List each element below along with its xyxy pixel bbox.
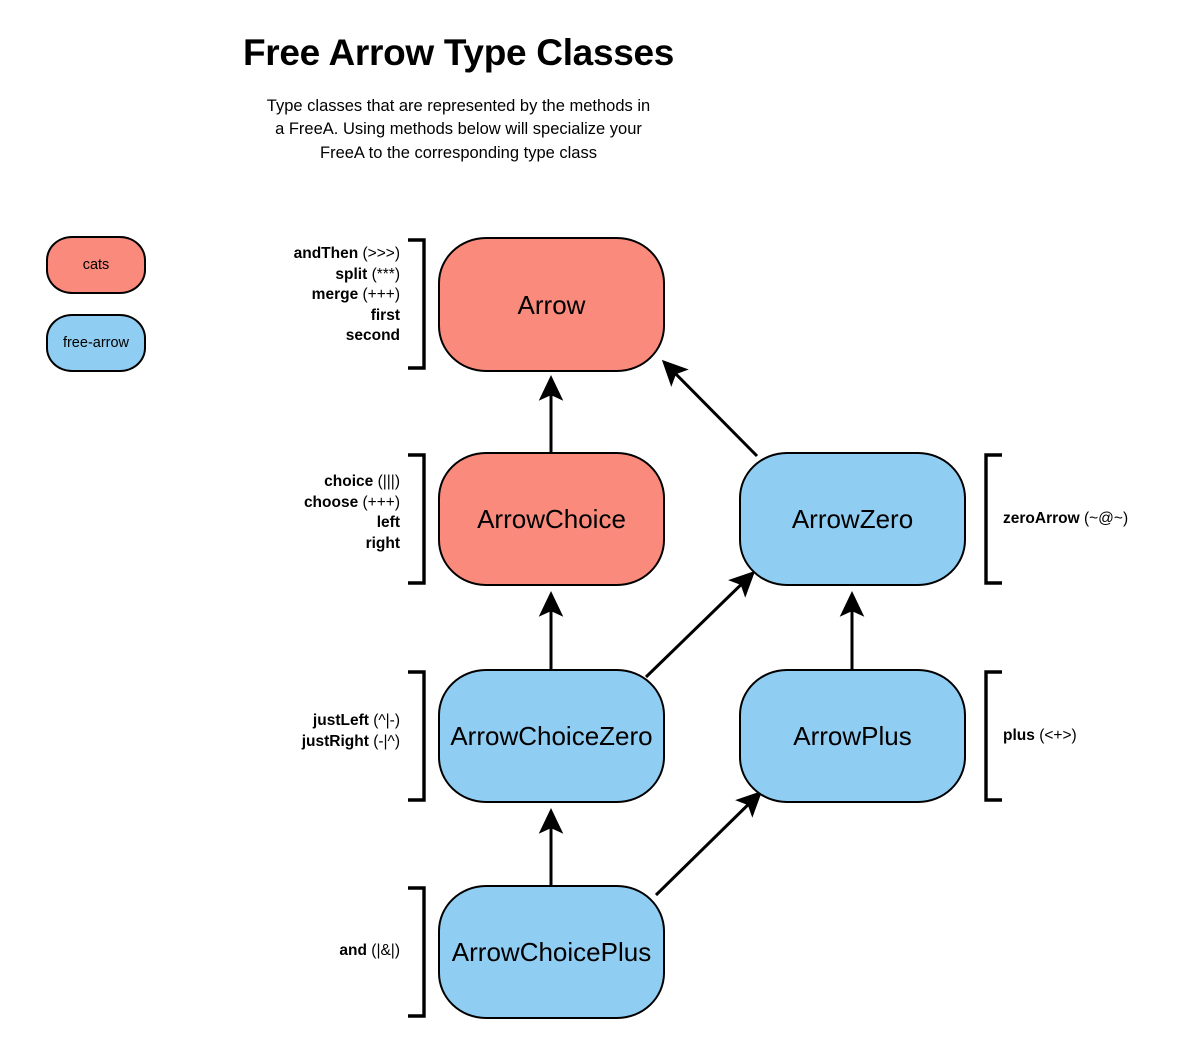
- bracket-arrowplus-methods: [984, 670, 1002, 802]
- methods-arrowchoice: choice (|||) choose (+++) left right: [200, 472, 400, 554]
- method-item: first: [200, 306, 400, 327]
- bracket-arrow-methods: [408, 238, 426, 370]
- methods-arrowchoicezero: justLeft (^|-) justRight (-|^): [200, 711, 400, 752]
- node-arrowplus-label: ArrowPlus: [793, 721, 912, 751]
- node-arrowchoicezero-label: ArrowChoiceZero: [450, 721, 653, 751]
- bracket-arrowchoiceplus-methods: [408, 886, 426, 1018]
- page-subtitle: Type classes that are represented by the…: [0, 95, 917, 165]
- method-item: split (***): [200, 265, 400, 286]
- legend-item-free-arrow: free-arrow: [46, 314, 146, 372]
- method-name: justLeft: [312, 712, 369, 729]
- node-arrowchoice[interactable]: ArrowChoice: [438, 452, 665, 586]
- method-operator: (>>>): [362, 245, 400, 262]
- bracket-arrowchoice-methods: [408, 453, 426, 585]
- method-item: plus (<+>): [1003, 726, 1198, 747]
- legend-label-free-arrow: free-arrow: [62, 335, 130, 351]
- method-item: second: [200, 326, 400, 347]
- method-operator: (~@~): [1083, 510, 1129, 527]
- method-name: right: [365, 534, 400, 552]
- method-item: right: [200, 534, 400, 555]
- subtitle-line-2: a FreeA. Using methods below will specia…: [275, 120, 642, 139]
- bracket-arrowzero-methods: [984, 453, 1002, 585]
- method-item: choice (|||): [200, 472, 400, 493]
- method-name: split: [335, 265, 368, 283]
- method-operator: (+++): [362, 493, 400, 511]
- method-name: plus: [1003, 727, 1035, 744]
- legend-label-cats: cats: [82, 257, 110, 273]
- method-operator: (***): [371, 265, 400, 283]
- method-name: zeroArrow: [1003, 510, 1080, 527]
- node-arrowchoicezero[interactable]: ArrowChoiceZero: [438, 669, 665, 803]
- node-arrowplus[interactable]: ArrowPlus: [739, 669, 966, 803]
- node-arrowchoiceplus[interactable]: ArrowChoicePlus: [438, 885, 665, 1019]
- method-operator: (|&|): [371, 942, 400, 959]
- method-operator: (|||): [377, 473, 400, 490]
- edge-arrowchoicezero-to-arrowzero: [644, 570, 756, 679]
- method-name: left: [376, 514, 400, 532]
- method-item: zeroArrow (~@~): [1003, 509, 1198, 530]
- method-name: choose: [303, 493, 359, 511]
- edge-arrowzero-to-arrow: [661, 359, 759, 458]
- method-name: second: [345, 327, 400, 345]
- method-name: andThen: [293, 245, 359, 262]
- node-arrowchoice-label: ArrowChoice: [477, 504, 626, 534]
- subtitle-line-1: Type classes that are represented by the…: [266, 97, 651, 115]
- methods-arrowplus: plus (<+>): [1003, 726, 1198, 747]
- node-arrowzero[interactable]: ArrowZero: [739, 452, 966, 586]
- method-item: left: [200, 513, 400, 534]
- methods-arrowzero: zeroArrow (~@~): [1003, 509, 1198, 530]
- methods-arrow: andThen (>>>) split (***) merge (+++) fi…: [200, 244, 400, 347]
- method-operator: (+++): [362, 286, 400, 304]
- subtitle-line-3: FreeA to the corresponding type class: [320, 143, 597, 162]
- method-operator: (-|^): [373, 732, 400, 750]
- method-name: justRight: [301, 732, 369, 750]
- node-arrowzero-label: ArrowZero: [791, 504, 914, 534]
- method-name: and: [339, 942, 367, 959]
- node-arrow[interactable]: Arrow: [438, 237, 665, 372]
- method-item: choose (+++): [200, 493, 400, 514]
- node-arrow-label: Arrow: [517, 289, 586, 320]
- legend-item-cats: cats: [46, 236, 146, 294]
- bracket-arrowchoicezero-methods: [408, 670, 426, 802]
- page-title: Free Arrow Type Classes: [242, 32, 675, 73]
- method-item: andThen (>>>): [200, 244, 400, 265]
- method-item: merge (+++): [200, 285, 400, 306]
- edge-arrowchoiceplus-to-arrowplus: [654, 790, 763, 897]
- method-name: choice: [324, 473, 374, 490]
- node-arrowchoiceplus-label: ArrowChoicePlus: [451, 937, 652, 967]
- method-item: and (|&|): [200, 941, 400, 962]
- method-item: justRight (-|^): [200, 732, 400, 753]
- method-operator: (<+>): [1039, 727, 1077, 744]
- method-operator: (^|-): [373, 712, 400, 729]
- method-item: justLeft (^|-): [200, 711, 400, 732]
- methods-arrowchoiceplus: and (|&|): [200, 941, 400, 962]
- method-name: merge: [311, 286, 359, 304]
- method-name: first: [370, 306, 400, 324]
